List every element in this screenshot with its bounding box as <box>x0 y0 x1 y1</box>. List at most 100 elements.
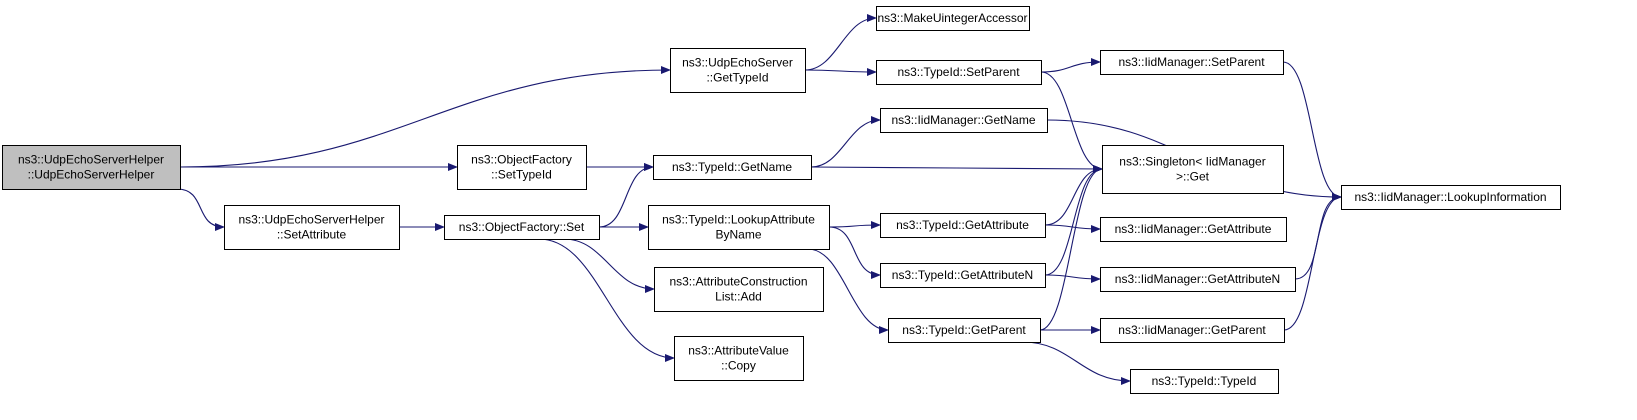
edge-typeid-lookupattributebyname-to-typeid-getparent <box>807 248 889 334</box>
node-objectfactory-settypeid[interactable]: ns3::ObjectFactory::SetTypeId <box>457 145 587 190</box>
node-box <box>1130 369 1279 394</box>
node-box <box>670 48 806 93</box>
edge <box>538 238 675 362</box>
edge-typeid-getname-to-singleton-get <box>810 164 1103 173</box>
node-box <box>1102 145 1284 194</box>
edge <box>1282 61 1342 201</box>
nodes: ns3::UdpEchoServerHelper::UdpEchoServerH… <box>2 6 1561 394</box>
node-label: ::GetTypeId <box>706 71 768 85</box>
node-box <box>654 267 824 312</box>
node-label: ns3::TypeId::TypeId <box>1152 374 1257 388</box>
node-box <box>876 6 1030 31</box>
edge-typeid-getattribute-to-singleton-get <box>1044 165 1103 226</box>
node-iidmanager-getattribute[interactable]: ns3::IidManager::GetAttribute <box>1100 217 1287 242</box>
edge-typeid-getattributen-to-singleton-get <box>1044 165 1103 276</box>
node-typeid-getattributen[interactable]: ns3::TypeId::GetAttributeN <box>880 263 1046 288</box>
edge-root-to-helper-setattribute <box>176 188 225 231</box>
node-label: ns3::UdpEchoServerHelper <box>18 153 164 167</box>
edge-typeid-lookupattributebyname-to-typeid-getattribute <box>828 221 881 230</box>
edge <box>1044 274 1101 283</box>
node-label: List::Add <box>715 290 762 304</box>
node-box <box>888 318 1041 343</box>
node-typeid-getattribute[interactable]: ns3::TypeId::GetAttribute <box>880 213 1046 238</box>
node-udpechoserver-gettypeid[interactable]: ns3::UdpEchoServer::GetTypeId <box>670 48 806 93</box>
edge <box>804 67 877 76</box>
node-label: >::Get <box>1176 170 1210 184</box>
edge-typeid-getparent-to-singleton-get <box>1039 165 1103 331</box>
node-label: ns3::IidManager::GetParent <box>1118 323 1266 337</box>
edge <box>810 164 1103 173</box>
edge-typeid-getparent-to-typeid-typeid <box>1022 341 1131 385</box>
node-label: ns3::TypeId::GetParent <box>902 323 1026 337</box>
node-iidmanager-lookupinformation[interactable]: ns3::IidManager::LookupInformation <box>1341 185 1561 210</box>
node-label: ns3::TypeId::SetParent <box>897 65 1020 79</box>
edge <box>828 221 881 230</box>
node-label: ns3::ObjectFactory::Set <box>459 220 585 234</box>
node-label: ns3::TypeId::GetName <box>672 160 792 174</box>
edge <box>598 163 654 228</box>
edge-udpechoserver-gettypeid-to-typeid-setparent <box>804 67 877 76</box>
node-box <box>880 263 1046 288</box>
node-label: ns3::TypeId::LookupAttribute <box>662 213 815 227</box>
edge-typeid-lookupattributebyname-to-typeid-getattributen <box>828 226 881 279</box>
node-iidmanager-getattributen[interactable]: ns3::IidManager::GetAttributeN <box>1100 267 1296 292</box>
edge-objectfactory-set-to-attributeconstructionlist-add <box>563 238 655 293</box>
node-box <box>648 205 830 250</box>
edge <box>179 66 671 168</box>
node-helper-setattribute[interactable]: ns3::UdpEchoServerHelper::SetAttribute <box>224 205 400 250</box>
edge-typeid-getname-to-iidmanager-getname <box>810 116 881 168</box>
node-label: ns3::MakeUintegerAccessor <box>877 11 1027 25</box>
node-make-uinteger-accessor[interactable]: ns3::MakeUintegerAccessor <box>876 6 1030 31</box>
node-label: ns3::IidManager::SetParent <box>1118 55 1265 69</box>
edge <box>1044 165 1103 276</box>
node-label: ns3::UdpEchoServer <box>682 56 793 70</box>
node-label: ns3::IidManager::GetAttribute <box>1115 222 1272 236</box>
node-label: ::SetAttribute <box>277 228 347 242</box>
edge-udpechoserver-gettypeid-to-make-uinteger-accessor <box>804 14 877 71</box>
node-box <box>1100 267 1296 292</box>
node-label: ::SetTypeId <box>491 168 552 182</box>
node-label: ::UdpEchoServerHelper <box>28 168 155 182</box>
node-box <box>1341 185 1561 210</box>
edge <box>804 14 877 71</box>
node-label: ns3::AttributeValue <box>688 344 789 358</box>
node-label: ns3::ObjectFactory <box>471 153 572 167</box>
node-objectfactory-set[interactable]: ns3::ObjectFactory::Set <box>444 215 600 240</box>
edges <box>176 14 1342 385</box>
node-label: ::Copy <box>721 359 756 373</box>
node-label: ns3::TypeId::GetAttributeN <box>892 268 1033 282</box>
node-typeid-getname[interactable]: ns3::TypeId::GetName <box>653 155 812 180</box>
node-box <box>1100 50 1284 75</box>
edge-iidmanager-setparent-to-iidmanager-lookupinformation <box>1282 61 1342 201</box>
edge <box>1022 341 1131 385</box>
edge-typeid-getattributen-to-iidmanager-getattributen <box>1044 274 1101 283</box>
node-iidmanager-getparent[interactable]: ns3::IidManager::GetParent <box>1100 318 1285 343</box>
node-box <box>880 108 1048 133</box>
node-label: ns3::AttributeConstruction <box>669 275 807 289</box>
node-typeid-setparent[interactable]: ns3::TypeId::SetParent <box>876 60 1042 85</box>
edge <box>1044 165 1103 226</box>
node-label: ns3::IidManager::LookupInformation <box>1354 190 1546 204</box>
node-typeid-getparent[interactable]: ns3::TypeId::GetParent <box>888 318 1041 343</box>
edge-objectfactory-set-to-typeid-getname <box>598 163 654 228</box>
edge <box>828 226 881 279</box>
node-label: ns3::IidManager::GetAttributeN <box>1115 272 1280 286</box>
node-iidmanager-getname[interactable]: ns3::IidManager::GetName <box>880 108 1048 133</box>
edge-typeid-setparent-to-iidmanager-setparent <box>1040 58 1101 73</box>
node-attributevalue-copy[interactable]: ns3::AttributeValue::Copy <box>674 336 804 381</box>
edge-objectfactory-set-to-attributevalue-copy <box>538 238 675 362</box>
node-box <box>1100 318 1285 343</box>
edge-root-to-udpechoserver-gettypeid <box>179 66 671 168</box>
node-label: ns3::Singleton< IidManager <box>1119 155 1265 169</box>
node-box <box>444 215 600 240</box>
node-root[interactable]: ns3::UdpEchoServerHelper::UdpEchoServerH… <box>2 145 181 190</box>
node-singleton-get[interactable]: ns3::Singleton< IidManager>::Get <box>1102 145 1284 194</box>
edge <box>810 116 881 168</box>
edge <box>1283 193 1342 331</box>
edge <box>563 238 655 293</box>
node-iidmanager-setparent[interactable]: ns3::IidManager::SetParent <box>1100 50 1284 75</box>
node-typeid-typeid[interactable]: ns3::TypeId::TypeId <box>1130 369 1279 394</box>
